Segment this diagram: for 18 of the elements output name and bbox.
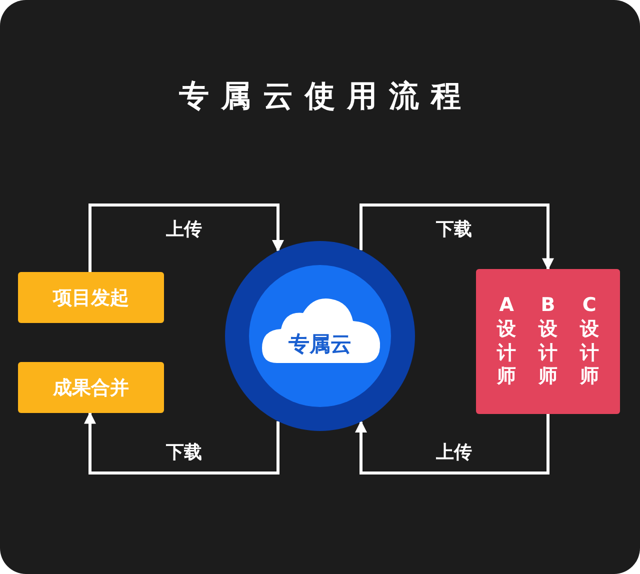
edge-label: 下载 — [436, 218, 472, 241]
process-box — [18, 362, 164, 413]
edge-label: 上传 — [166, 218, 202, 241]
node-label: B设计师 — [538, 294, 558, 389]
node-label: A设计师 — [497, 294, 516, 389]
node-label: C设计师 — [580, 294, 599, 389]
process-box — [18, 272, 164, 323]
arrow — [84, 412, 280, 474]
arrow — [360, 204, 554, 270]
node-label: 成果合并 — [53, 376, 129, 400]
process-box — [476, 269, 620, 414]
node-label: 专属云 — [288, 331, 352, 358]
edge-label: 下载 — [166, 441, 202, 464]
title: 专属云使用流程 — [178, 78, 474, 116]
arrow — [355, 414, 550, 474]
arrow — [88, 204, 284, 272]
edge-label: 上传 — [436, 441, 472, 464]
node-label: 项目发起 — [53, 286, 129, 310]
